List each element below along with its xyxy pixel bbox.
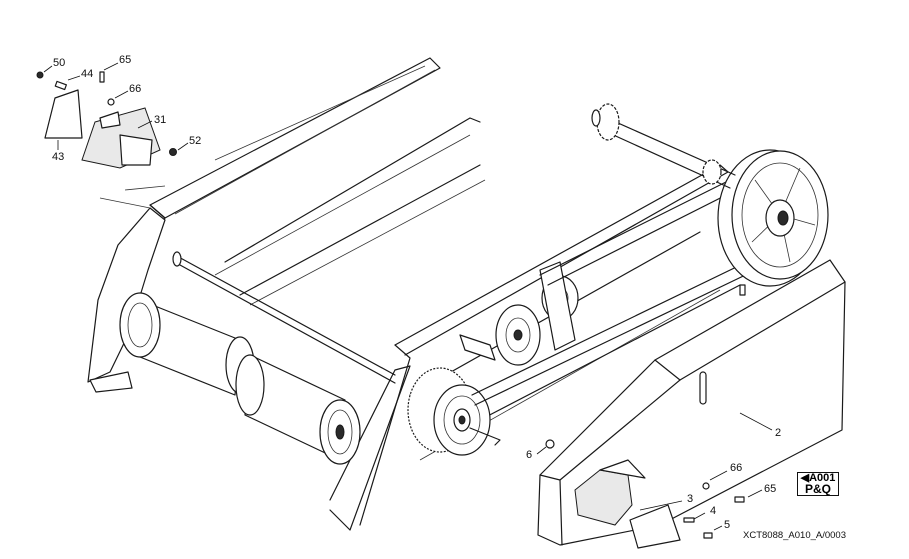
callout-3: 3	[687, 493, 694, 505]
rear-shaft-sprockets	[591, 103, 736, 189]
left-roller-drum	[119, 292, 361, 465]
callout-52: 52	[189, 135, 202, 147]
callout-66-top: 66	[129, 83, 142, 95]
callout-6: 6	[526, 449, 533, 461]
chain-sprocket	[407, 367, 501, 456]
callout-31: 31	[154, 114, 167, 126]
header-frame-top-beam	[149, 57, 441, 226]
callout-4: 4	[710, 505, 717, 517]
reference-badge: ◀A001 P&Q	[797, 472, 839, 496]
badge-arrow-icon: ◀	[800, 472, 810, 484]
callout-5: 5	[724, 519, 731, 531]
right-shield-pieces	[574, 459, 681, 549]
callout-44: 44	[81, 68, 94, 80]
callout-2: 2	[775, 427, 782, 439]
main-shaft	[172, 251, 396, 384]
callout-leaders	[43, 62, 773, 531]
top-left-shield-parts	[44, 89, 161, 169]
left-side-plate	[87, 185, 166, 393]
callout-66-bottom: 66	[730, 462, 743, 474]
fasteners	[36, 71, 746, 539]
drive-belt	[471, 169, 761, 406]
badge-line2: P&Q	[804, 482, 831, 496]
badge-line1: A001	[809, 472, 836, 484]
frame-members	[214, 117, 741, 531]
large-drive-pulley	[717, 149, 829, 287]
callout-65-top: 65	[119, 54, 132, 66]
callout-50: 50	[53, 57, 66, 69]
callout-65-bottom: 65	[764, 483, 777, 495]
callout-43: 43	[52, 151, 65, 163]
drawing-code: XCT8088_A010_A/0003	[743, 530, 846, 541]
